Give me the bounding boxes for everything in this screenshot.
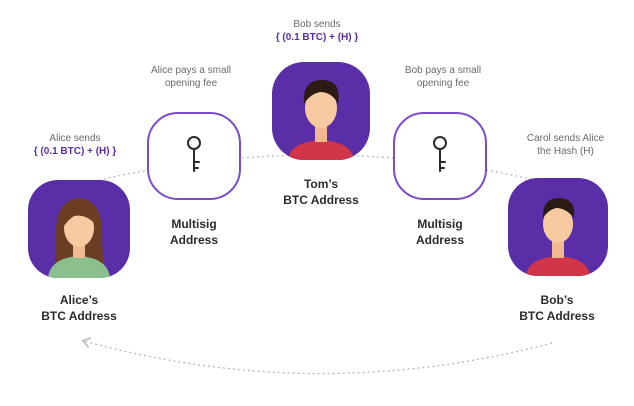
multisig-left-label: Multisig Address	[169, 217, 219, 247]
multisig-left-node	[147, 112, 241, 200]
tom-address-label: Tom’s BTC Address	[283, 177, 359, 207]
alice-avatar	[28, 180, 130, 278]
multisig-right-label: Multisig Address	[415, 217, 465, 247]
multisig-right-node	[393, 112, 487, 200]
bob-sends-note: Bob sends { (0.1 BTC) + (H) }	[275, 19, 359, 43]
key-icon	[433, 136, 447, 172]
carol-sends-note: Carol sends Alice the Hash (H)	[526, 133, 605, 157]
bob-avatar	[508, 178, 608, 276]
bob-fee-note: Bob pays a small opening fee	[404, 65, 482, 89]
key-icon	[187, 136, 201, 172]
alice-address-label: Alice’s BTC Address	[41, 293, 117, 323]
alice-fee-note: Alice pays a small opening fee	[150, 65, 232, 89]
tom-avatar	[272, 62, 370, 160]
alice-sends-note: Alice sends { (0.1 BTC) + (H) }	[33, 133, 117, 157]
bob-address-label: Bob’s BTC Address	[519, 293, 595, 323]
return-dotted-arrow	[84, 341, 553, 375]
